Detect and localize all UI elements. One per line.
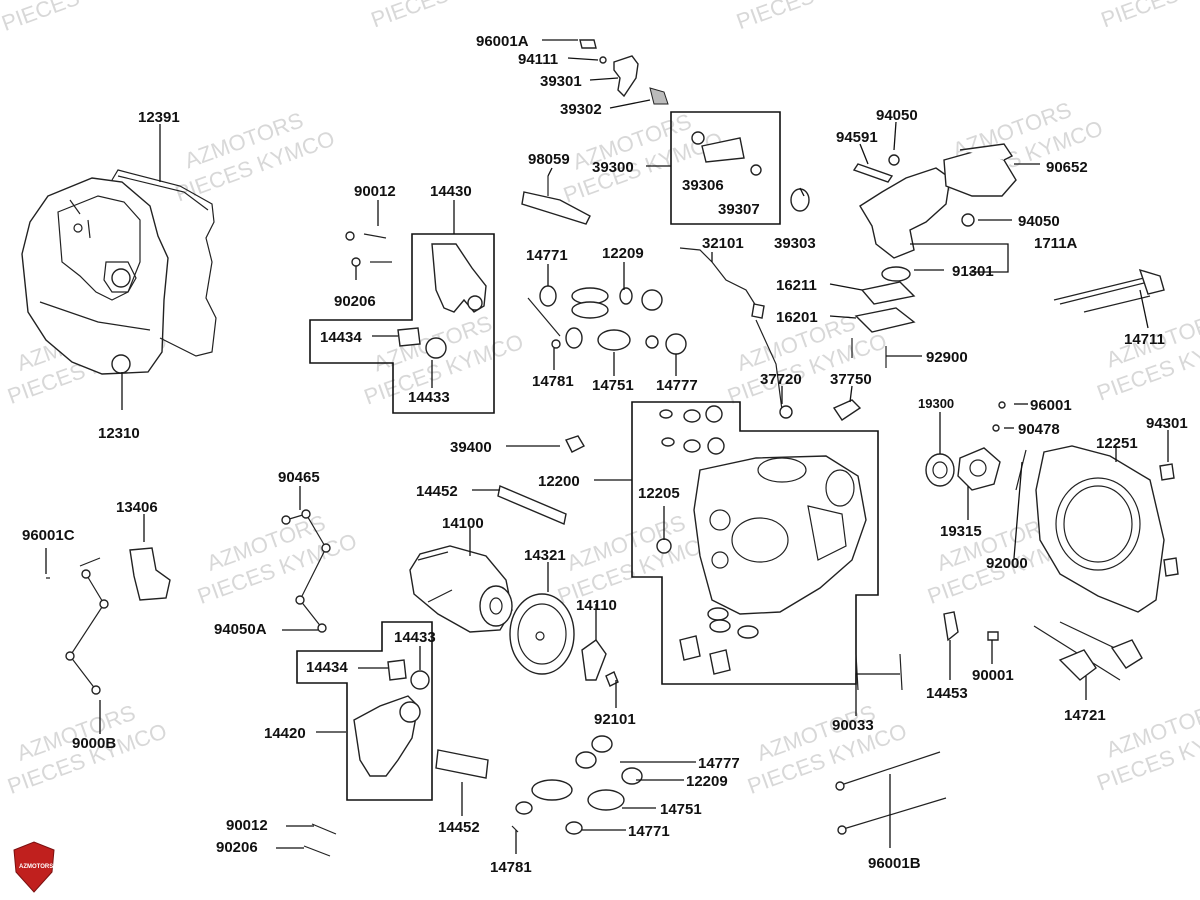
camshaft-assembly — [409, 485, 619, 687]
part-label-39302: 39302 — [560, 101, 602, 118]
part-label-12209-top: 12209 — [602, 245, 644, 262]
part-label-94591: 94591 — [836, 129, 878, 146]
part-label-39307: 39307 — [718, 201, 760, 218]
left-linkage-parts — [46, 509, 337, 857]
logo-text: AZMOTORS — [19, 864, 53, 870]
part-label-14711: 14711 — [1124, 331, 1165, 348]
part-label-32101: 32101 — [702, 235, 744, 252]
part-label-14430: 14430 — [430, 183, 472, 200]
intake-manifold — [851, 143, 1017, 368]
part-label-14771-top: 14771 — [526, 247, 568, 264]
lower-right-parts — [835, 611, 1143, 835]
part-label-14433-top: 14433 — [408, 389, 450, 406]
part-label-14110: 14110 — [576, 597, 617, 614]
part-label-19315: 19315 — [940, 523, 982, 540]
rocker-arm-bottom-box — [296, 621, 433, 801]
part-label-12310: 12310 — [98, 425, 140, 442]
watermark-corner: PIECES — [368, 0, 452, 32]
right-side-parts — [925, 401, 1179, 613]
part-label-14453: 14453 — [926, 685, 968, 702]
part-label-12200: 12200 — [538, 473, 580, 490]
part-label-39306: 39306 — [682, 177, 724, 194]
part-label-14321: 14321 — [524, 547, 566, 564]
part-label-14452-bottom: 14452 — [438, 819, 480, 836]
part-labels: 96001A 94111 39301 39302 39300 39306 393… — [22, 33, 1188, 876]
part-label-91301: 91301 — [952, 263, 994, 280]
part-label-90033: 90033 — [832, 717, 874, 734]
part-label-14777-top: 14777 — [656, 377, 698, 394]
part-label-13406: 13406 — [116, 499, 158, 516]
part-label-92000: 92000 — [986, 555, 1028, 572]
part-label-14420: 14420 — [264, 725, 306, 742]
valve-springs-bottom — [511, 735, 643, 835]
part-label-37720: 37720 — [760, 371, 802, 388]
cylinder-head-cover — [21, 169, 217, 375]
part-label-14751-bottom: 14751 — [660, 801, 702, 818]
part-label-90012-top: 90012 — [354, 183, 396, 200]
part-label-14433-bottom: 14433 — [394, 629, 436, 646]
rocker-arm-bottom — [353, 659, 489, 779]
part-label-90206-bottom: 90206 — [216, 839, 258, 856]
valve-springs-top — [527, 285, 687, 355]
part-label-98059: 98059 — [528, 151, 570, 168]
part-label-39300: 39300 — [592, 159, 634, 176]
part-label-96001A: 96001A — [476, 33, 529, 50]
part-label-92900: 92900 — [926, 349, 968, 366]
part-label-39400: 39400 — [450, 439, 492, 456]
part-label-14781-bottom: 14781 — [490, 859, 532, 876]
azmotors-logo: AZMOTORS — [13, 841, 55, 893]
part-label-94111: 94111 — [518, 51, 558, 68]
part-label-14434-bottom: 14434 — [306, 659, 348, 676]
cylinder-head — [656, 405, 867, 675]
part-label-19300: 19300 — [918, 396, 954, 411]
part-label-14100: 14100 — [442, 515, 484, 532]
part-label-12209-bottom: 12209 — [686, 773, 728, 790]
part-label-90465: 90465 — [278, 469, 320, 486]
part-label-90478: 90478 — [1018, 421, 1060, 438]
leader-lines — [45, 39, 1169, 854]
part-label-92101: 92101 — [594, 711, 636, 728]
part-label-14452-top: 14452 — [416, 483, 458, 500]
part-label-39301: 39301 — [540, 73, 582, 90]
watermark-corner: PIECES — [0, 0, 83, 36]
watermark-group: AZMOTORS PIECES KYMCO AZMOTORS PIECES KY… — [0, 0, 1200, 799]
part-label-14434-top: 14434 — [320, 329, 362, 346]
part-label-39303: 39303 — [774, 235, 816, 252]
injector-group-box — [670, 111, 781, 225]
part-label-9000B: 9000B — [72, 735, 116, 752]
part-label-12251: 12251 — [1096, 435, 1138, 452]
part-label-90001: 90001 — [972, 667, 1014, 684]
part-label-94050-mid: 94050 — [1018, 213, 1060, 230]
part-label-94050-top: 94050 — [876, 107, 918, 124]
part-label-16211: 16211 — [776, 277, 817, 294]
part-label-96001C: 96001C — [22, 527, 75, 544]
part-label-1711A: 1711A — [1034, 235, 1078, 252]
part-label-14751-top: 14751 — [592, 377, 634, 394]
part-label-90012-bottom: 90012 — [226, 817, 268, 834]
part-label-12205: 12205 — [638, 485, 680, 502]
rocker-arm-top-box — [309, 233, 495, 414]
part-label-37750: 37750 — [830, 371, 872, 388]
part-label-94301: 94301 — [1146, 415, 1188, 432]
part-label-14777-bottom: 14777 — [698, 755, 740, 772]
part-label-90652: 90652 — [1046, 159, 1088, 176]
injector-parts — [521, 39, 810, 225]
cylinder-head-box — [631, 401, 879, 685]
part-label-90206-top: 90206 — [334, 293, 376, 310]
part-label-12391: 12391 — [138, 109, 180, 126]
watermark-corner: PIECES — [1098, 0, 1182, 32]
part-label-14771-bottom: 14771 — [628, 823, 670, 840]
rocker-arm-top — [345, 231, 487, 359]
part-label-96001: 96001 — [1030, 397, 1072, 414]
part-label-16201: 16201 — [776, 309, 818, 326]
part-label-14721: 14721 — [1064, 707, 1106, 724]
part-label-14781-top: 14781 — [532, 373, 574, 390]
part-label-94050A: 94050A — [214, 621, 267, 638]
part-label-96001B: 96001B — [868, 855, 921, 872]
valve-14711 — [1053, 268, 1165, 313]
sensor-parts — [565, 247, 862, 453]
watermark-corner: PIECES — [733, 0, 817, 34]
